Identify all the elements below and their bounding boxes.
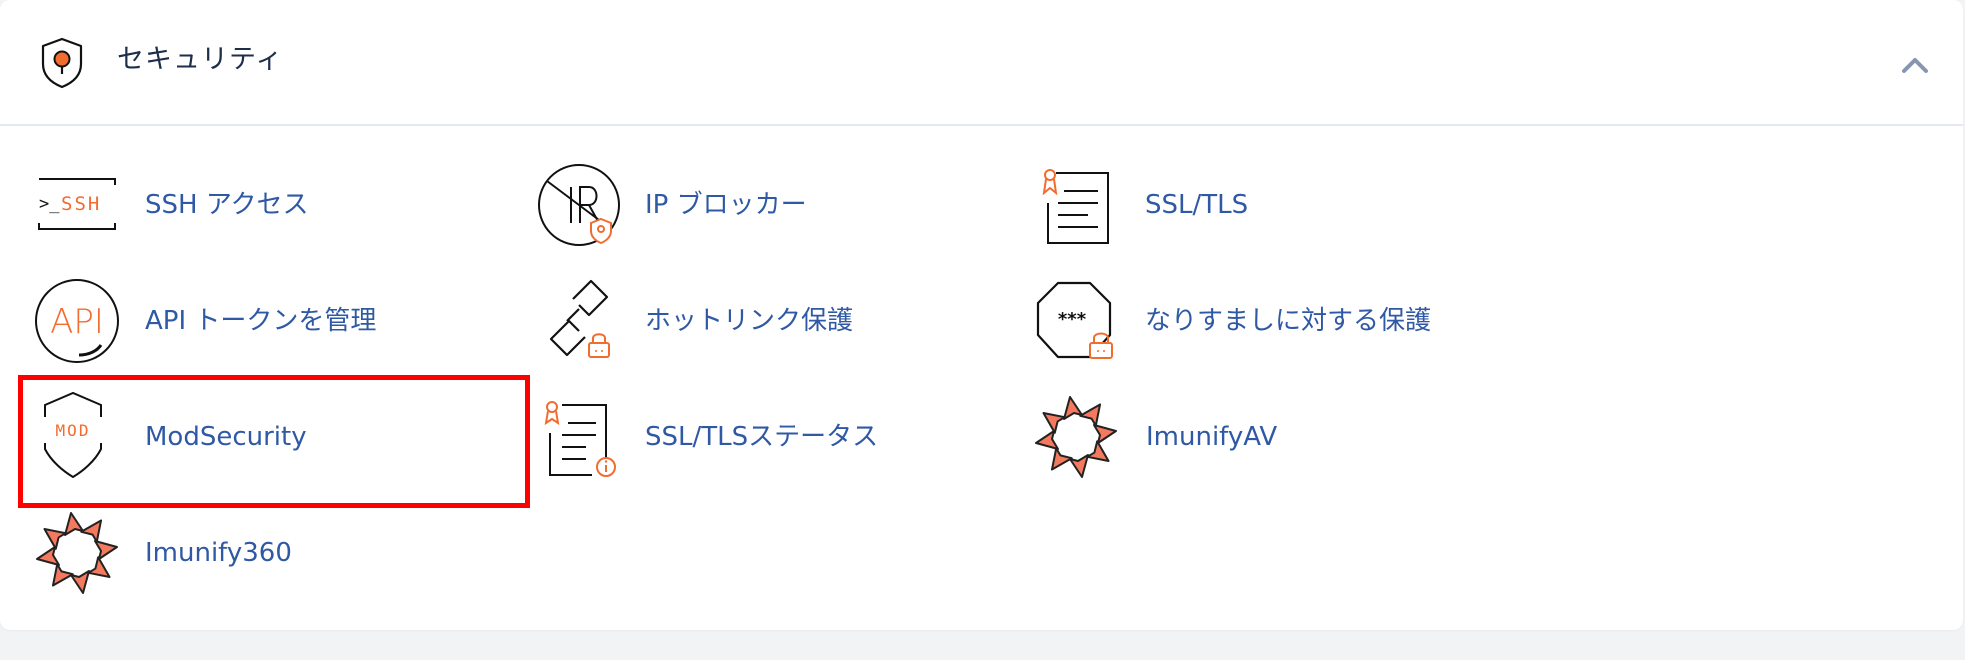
svg-text:***: *** [1058,309,1087,330]
imunify-av-icon [1035,396,1117,478]
security-section-card: セキュリティ >_ SSH SSH アクセス IP ブロッカー [0,0,1963,630]
section-title: セキュリティ [117,44,284,75]
api-tokens-label: API トークンを管理 [145,306,377,336]
password-lock-octagon-icon: *** [1036,281,1113,359]
ssl-certificate-icon [1042,169,1109,244]
svg-text:API: API [50,302,104,342]
ip-blocker-label: IP ブロッカー [645,190,807,220]
imunifyav-link[interactable]: ImunifyAV [1030,387,1510,487]
api-tokens-link[interactable]: API API トークンを管理 [31,271,511,371]
hotlink-chain-lock-icon [549,279,610,358]
ssl-status-certificate-info-icon [544,401,616,477]
svg-text:SSH: SSH [61,193,101,215]
modsecurity-link[interactable]: MOD ModSecurity [31,387,511,487]
leech-protection-link[interactable]: *** なりすましに対する保護 [1032,271,1512,371]
ssh-access-label: SSH アクセス [145,190,309,220]
ssl-tls-status-link[interactable]: SSL/TLSステータス [540,387,1020,487]
api-token-icon: API [35,279,119,363]
security-section-header[interactable]: セキュリティ [0,0,1963,126]
ssl-tls-label: SSL/TLS [1145,190,1249,220]
imunify360-icon [36,512,118,594]
ip-blocker-link[interactable]: IP ブロッカー [533,155,1013,255]
ssl-tls-status-label: SSL/TLSステータス [645,422,879,452]
ip-blocker-icon [538,164,620,246]
leech-protection-label: なりすましに対する保護 [1145,306,1432,336]
modsecurity-shield-icon: MOD [44,391,102,479]
ssh-terminal-icon: >_ SSH [38,178,116,230]
ssl-tls-link[interactable]: SSL/TLS [1032,155,1512,255]
hotlink-protection-label: ホットリンク保護 [645,306,854,336]
svg-text:MOD: MOD [56,421,91,440]
shield-pin-icon [41,37,83,89]
hotlink-protection-link[interactable]: ホットリンク保護 [533,271,1013,371]
imunifyav-label: ImunifyAV [1146,422,1278,452]
imunify360-label: Imunify360 [145,538,292,568]
imunify360-link[interactable]: Imunify360 [31,503,511,603]
modsecurity-label: ModSecurity [145,422,307,452]
ssh-access-link[interactable]: >_ SSH SSH アクセス [35,155,515,255]
svg-text:>_: >_ [39,194,60,214]
chevron-up-icon[interactable] [1898,50,1932,78]
